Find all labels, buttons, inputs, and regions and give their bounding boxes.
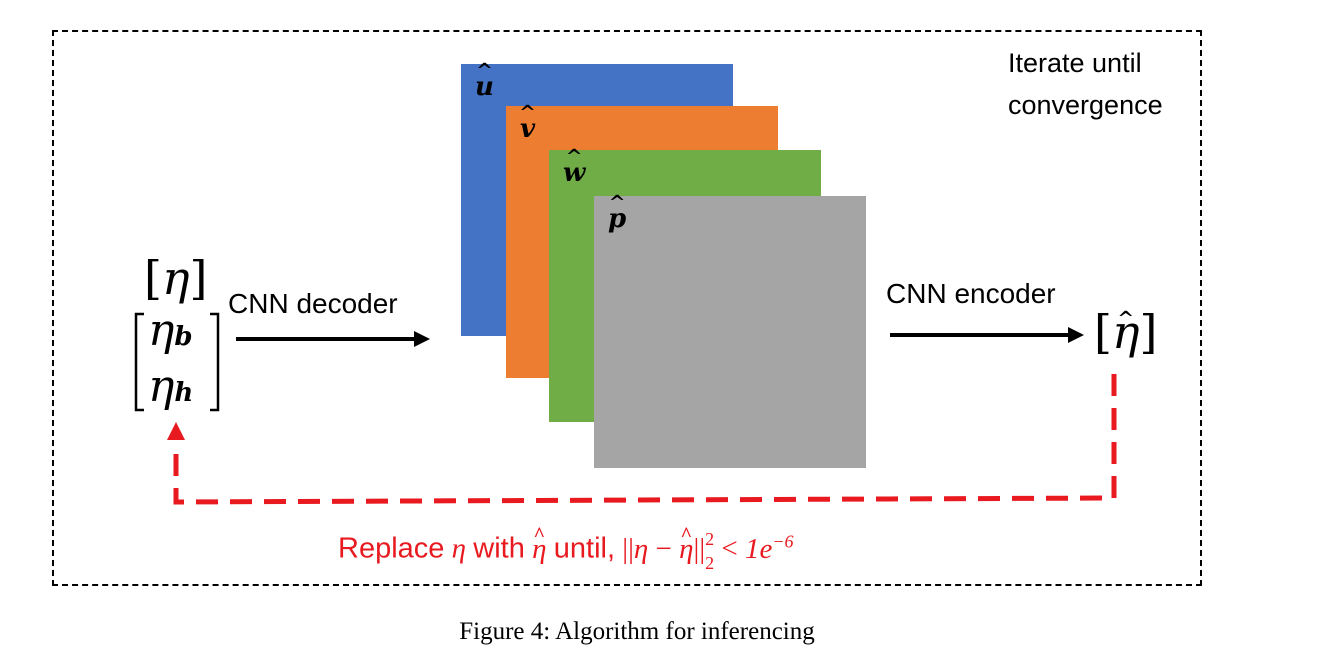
input-eta-symbol: η (161, 251, 190, 305)
feedback-until: until, (553, 532, 616, 565)
card-w-label: w (563, 158, 585, 188)
card-p: p (594, 196, 866, 468)
encoder-label: CNN encoder (886, 278, 1056, 309)
feedback-norm-sup: 2 (705, 529, 715, 549)
input-vector-brackets (134, 312, 220, 412)
output-eta-hat-symbol: η (1112, 304, 1140, 360)
card-v-label: v (520, 114, 535, 144)
card-u-label: u (475, 72, 494, 102)
input-eta-h-subscript: h (174, 378, 194, 408)
figure-caption: Figure 4: Algorithm for inferencing (459, 618, 815, 645)
iteration-frame (52, 30, 1202, 586)
feedback-replace: Replace (338, 532, 445, 565)
decoder-label: CNN decoder (228, 288, 398, 319)
feedback-eta-hat: η (532, 526, 546, 572)
feedback-exponent: −6 (772, 531, 794, 551)
input-eta: [η] (144, 251, 208, 305)
iterate-note-line2: convergence (1008, 90, 1163, 120)
feedback-with: with (473, 532, 525, 565)
iterate-note-line1: Iterate until (1008, 48, 1142, 78)
feedback-norm: ||η − η||22 (622, 529, 721, 572)
encoder-arrow (890, 327, 1084, 343)
feedback-value: 1e−6 (745, 531, 794, 565)
feedback-text: Replace η with η until, ||η − η||22 < 1e… (338, 518, 794, 572)
card-p-label: p (608, 204, 626, 234)
decoder-arrow (236, 331, 430, 347)
feedback-less: < (721, 532, 738, 565)
input-eta-h: ηh (148, 361, 194, 412)
feedback-eta: η (451, 532, 467, 565)
input-eta-b-subscript: b (174, 322, 193, 352)
input-eta-b: ηb (148, 305, 193, 356)
feedback-arrow (167, 374, 1117, 505)
output-eta-hat: [η] (1094, 304, 1157, 360)
feedback-norm-sub: 2 (705, 553, 715, 573)
iterate-note: Iterate until convergence (1008, 42, 1163, 126)
